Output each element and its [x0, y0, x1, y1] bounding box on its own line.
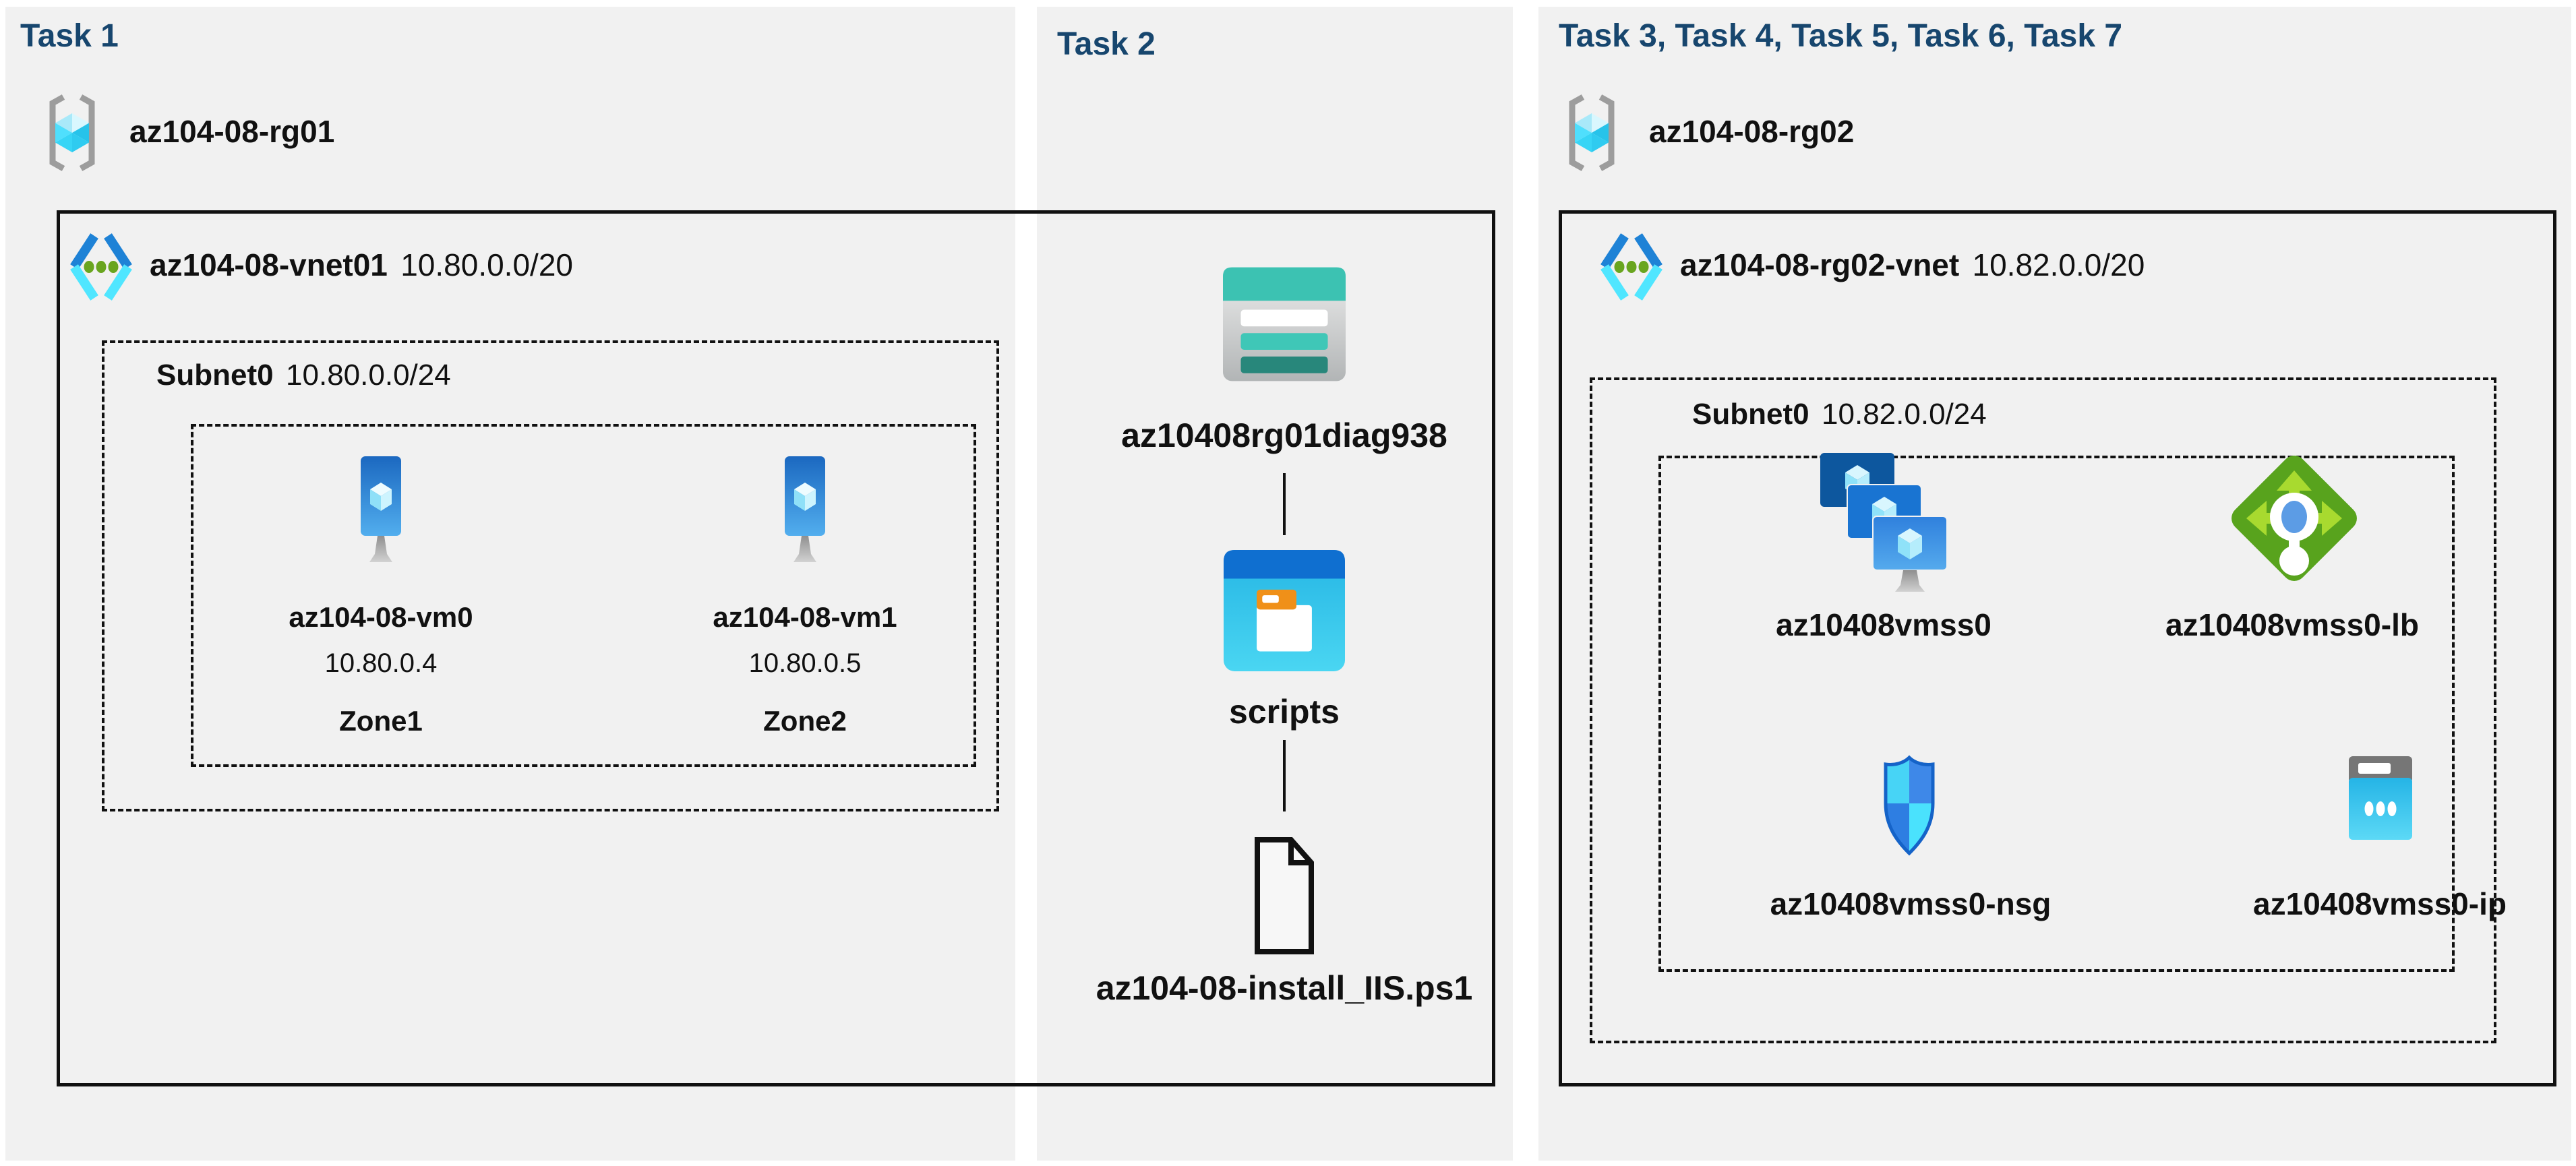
subnet-cidr: 10.82.0.0/24: [1822, 398, 1987, 431]
resource-group-icon: [49, 94, 95, 171]
file-label: az104-08-install_IIS.ps1: [1096, 969, 1473, 1007]
vmss-resources-box: [1658, 456, 2455, 972]
vnet-cidr: 10.80.0.0/20: [400, 247, 573, 282]
vnet-label: az104-08-rg02-vnet 10.82.0.0/20: [1680, 247, 2145, 283]
resource-group-label: az104-08-rg01: [129, 114, 335, 149]
task2-header: Task 2: [1057, 26, 1156, 62]
vnet-name: az104-08-vnet01: [150, 247, 388, 282]
task3-panel: [1538, 7, 2571, 1161]
connector-line: [1283, 740, 1286, 811]
vnet-label: az104-08-vnet01 10.80.0.0/20: [150, 247, 573, 283]
file-icon: [1255, 837, 1314, 954]
load-balancer-icon: [2231, 456, 2357, 581]
subnet-label: Subnet0 10.82.0.0/24: [1692, 398, 1987, 431]
vmss-label: az10408vmss0: [1776, 607, 1991, 642]
container-label: scripts: [1229, 693, 1340, 731]
virtual-network-icon: [70, 233, 132, 301]
subnet-name: Subnet0: [1692, 398, 1809, 431]
vmss-icon: [1820, 453, 1947, 592]
vm-ip: 10.80.0.4: [324, 648, 438, 678]
resource-group-icon: [1569, 94, 1615, 171]
connector-line: [1283, 473, 1286, 535]
vm-zone: Zone2: [763, 705, 847, 737]
task1-panel: [5, 7, 1015, 1161]
nsg-label: az10408vmss0-nsg: [1770, 886, 2051, 921]
vm-ip: 10.80.0.5: [748, 648, 862, 678]
vnet-cidr: 10.82.0.0/20: [1972, 247, 2145, 282]
network-security-group-icon: [1884, 755, 1935, 856]
vm-name: az104-08-vm1: [713, 601, 897, 633]
vnet2-box: [1559, 210, 2556, 1086]
subnet-cidr: 10.80.0.0/24: [286, 359, 451, 392]
task3-header: Task 3, Task 4, Task 5, Task 6, Task 7: [1559, 18, 2123, 54]
subnet2-box: [1590, 377, 2496, 1043]
vm-zone-box: [191, 424, 976, 767]
storage-account-label: az10408rg01diag938: [1121, 417, 1447, 454]
virtual-network-icon: [1600, 233, 1663, 301]
storage-account-icon: [1223, 267, 1346, 381]
resource-group-label: az104-08-rg02: [1649, 114, 1855, 149]
virtual-machine-icon: [785, 456, 825, 562]
lb-label: az10408vmss0-lb: [2165, 607, 2419, 642]
vm-name: az104-08-vm0: [289, 601, 473, 633]
subnet1-box: [102, 340, 999, 811]
vm-zone: Zone1: [339, 705, 423, 737]
subnet-label: Subnet0 10.80.0.0/24: [156, 359, 451, 392]
subnet-name: Subnet0: [156, 359, 274, 392]
task1-header: Task 1: [20, 18, 119, 54]
blob-container-icon: [1224, 550, 1345, 671]
ip-label: az10408vmss0-ip: [2253, 886, 2507, 921]
vnet-name: az104-08-rg02-vnet: [1680, 247, 1960, 282]
vnet1-box: [57, 210, 1495, 1086]
virtual-machine-icon: [361, 456, 401, 562]
public-ip-icon: [2349, 756, 2412, 840]
